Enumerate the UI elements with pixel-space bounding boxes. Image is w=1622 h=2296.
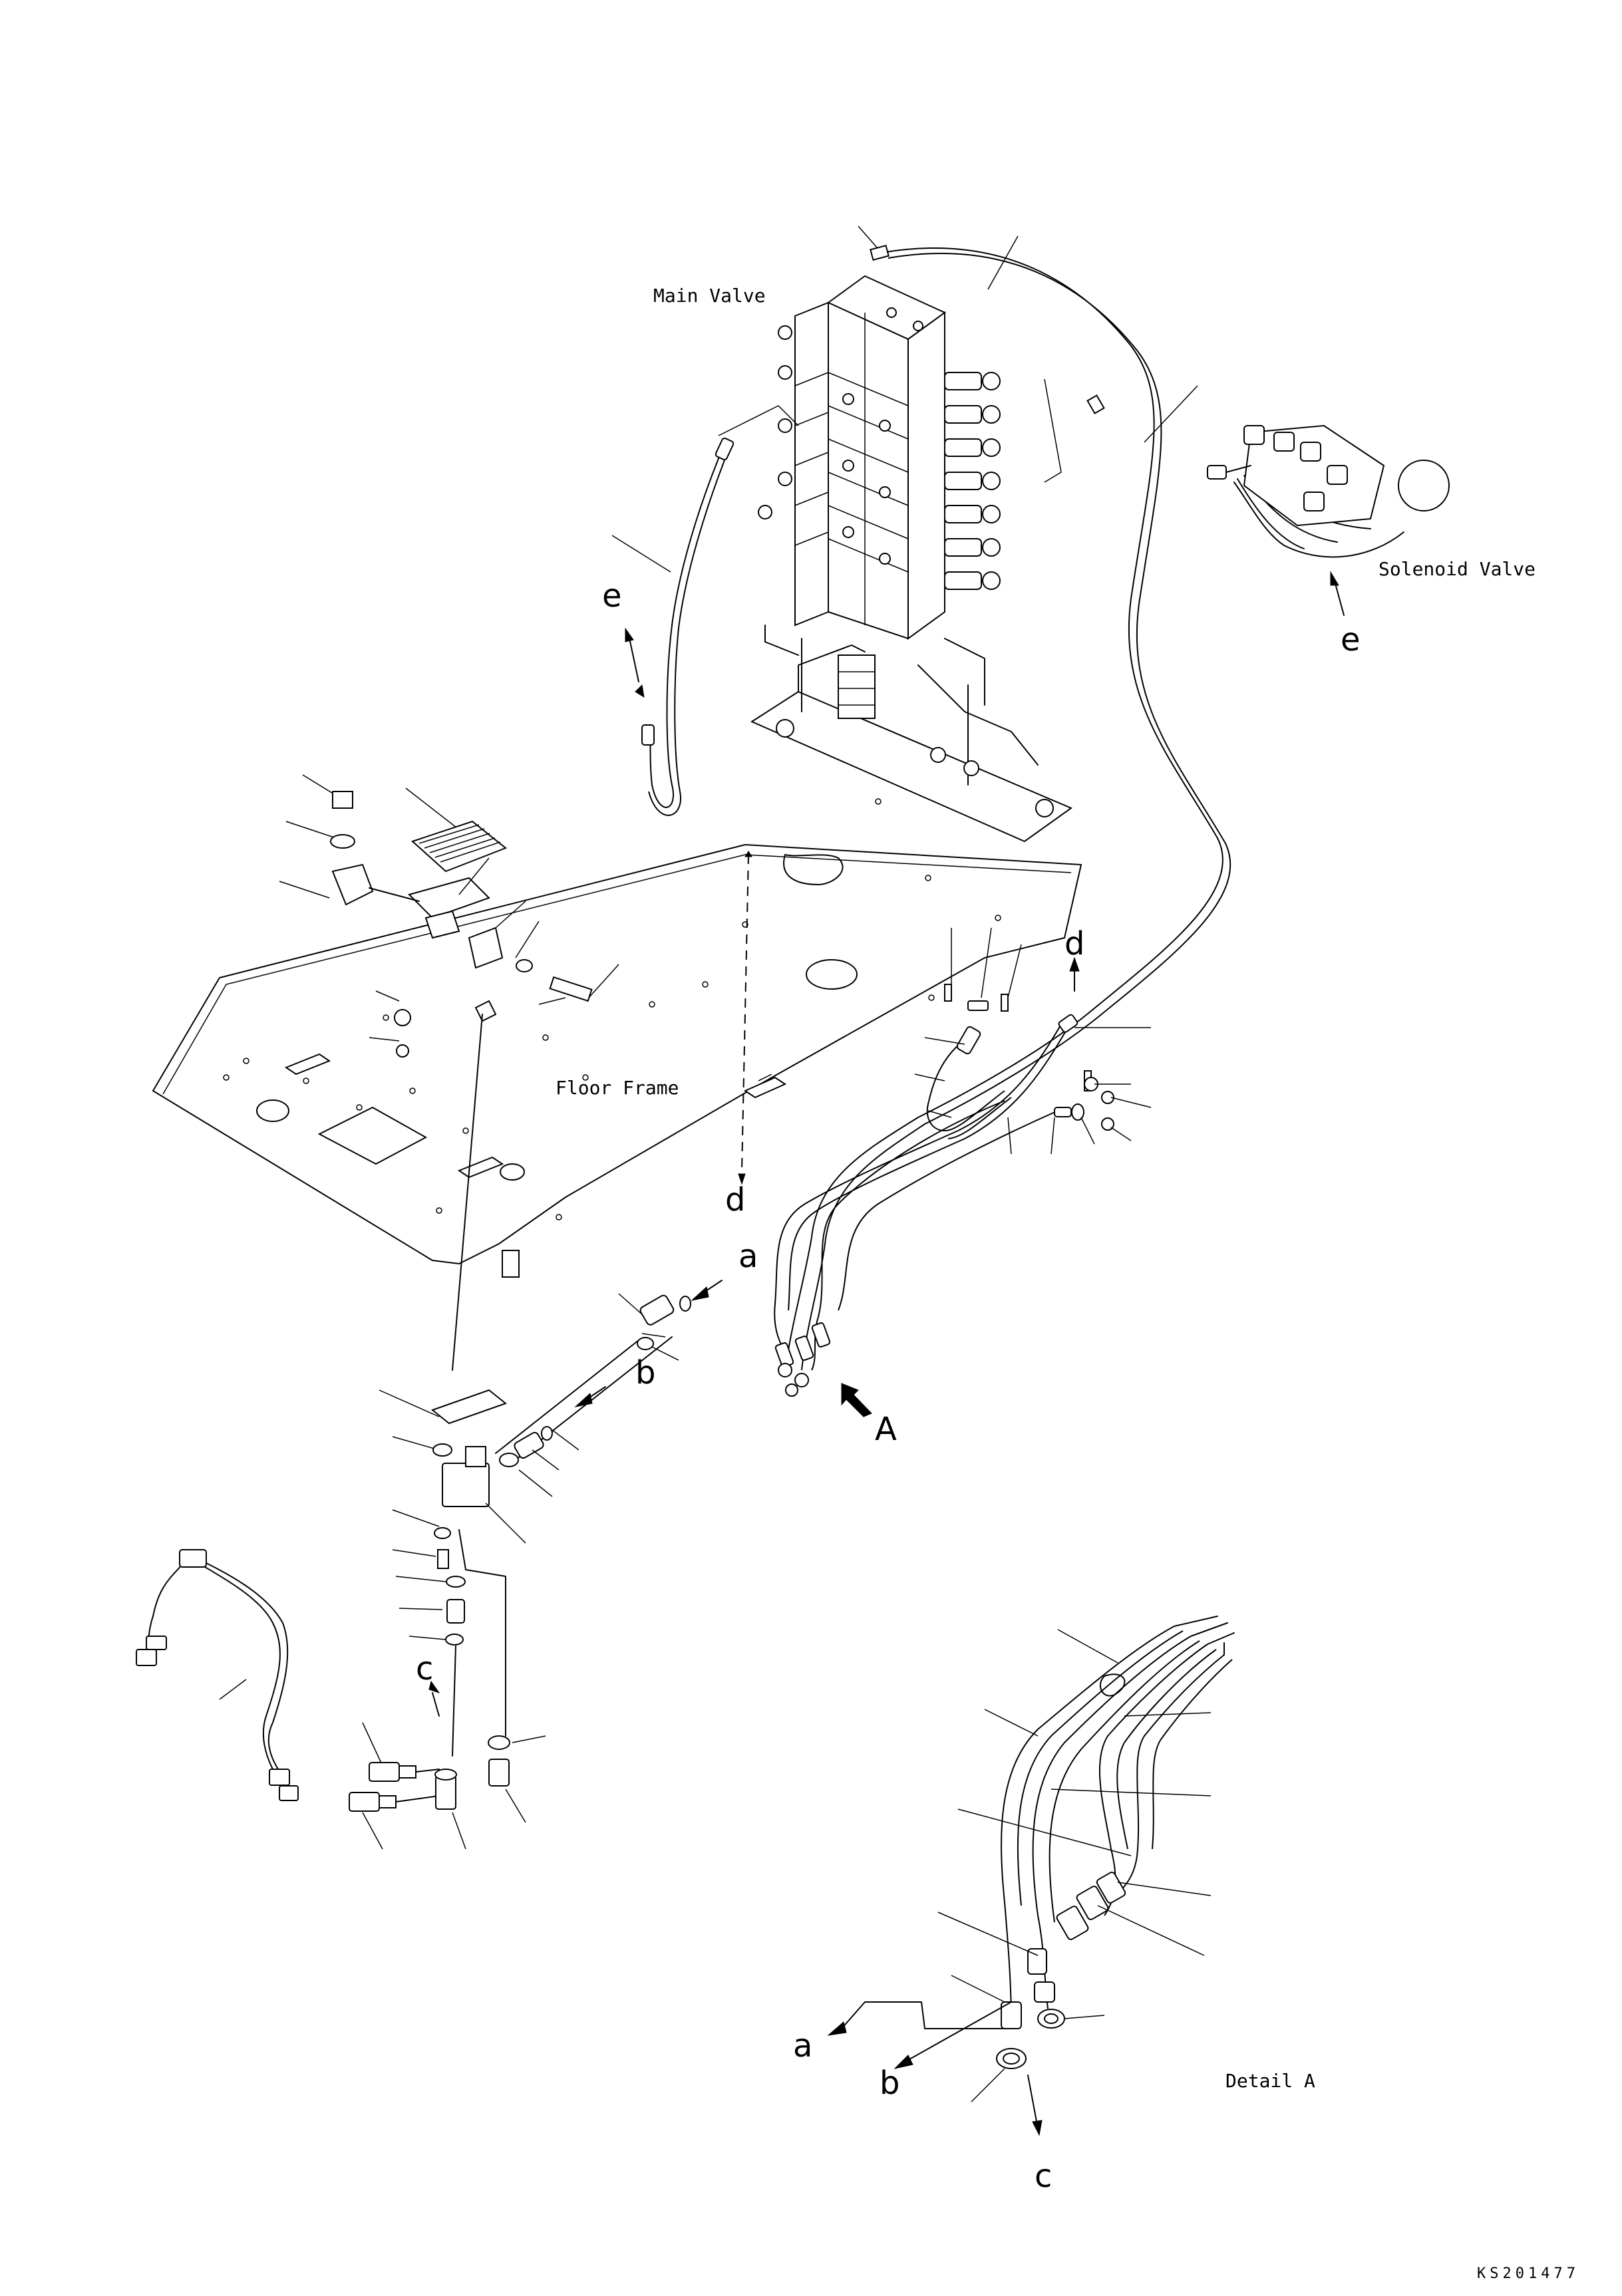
arrows-upper — [575, 1280, 722, 1407]
main-valve-leaders — [612, 226, 1198, 572]
hose-top-loop — [785, 245, 1230, 1370]
callout-e-right: e — [1341, 621, 1361, 658]
pressure-switch-assembly — [379, 1390, 526, 1756]
solenoid-valve — [1208, 426, 1449, 557]
callout-b-upper: b — [635, 1354, 655, 1391]
linkage-rod — [452, 1014, 482, 1370]
callout-a-detail: a — [793, 2027, 812, 2065]
hose-left-loop — [642, 438, 734, 815]
detail-a-label: Detail A — [1225, 2070, 1315, 2092]
solenoid-valve-label: Solenoid Valve — [1379, 558, 1536, 580]
main-valve — [752, 276, 1071, 841]
detail-a — [828, 1616, 1234, 2135]
arrow-e-right — [1331, 572, 1344, 615]
callout-c-upper: c — [416, 1650, 433, 1687]
callout-b-detail: b — [880, 2065, 899, 2102]
callout-d-lower: d — [725, 1181, 745, 1219]
main-valve-label: Main Valve — [653, 285, 766, 307]
view-a-label: A — [875, 1411, 897, 1448]
callout-c-detail: c — [1035, 2158, 1052, 2195]
floor-frame — [153, 799, 1081, 1277]
drawing-code: KS201477 — [1477, 2265, 1579, 2282]
floor-frame-label: Floor Frame — [556, 1077, 679, 1099]
view-arrow-a — [842, 1383, 872, 1417]
pilot-hoses-center — [774, 928, 1151, 1396]
arrow-e-left — [625, 629, 644, 697]
callout-a-upper: a — [738, 1238, 758, 1275]
wiring-harness — [136, 1550, 298, 1800]
callout-e-left: e — [602, 577, 622, 615]
pressure-switches-c — [349, 1681, 546, 1849]
dashed-route-d — [742, 855, 748, 1171]
pedal-assembly — [279, 775, 619, 1057]
callout-d-upper: d — [1064, 925, 1084, 962]
pipe-fittings-ab — [496, 1294, 691, 1497]
